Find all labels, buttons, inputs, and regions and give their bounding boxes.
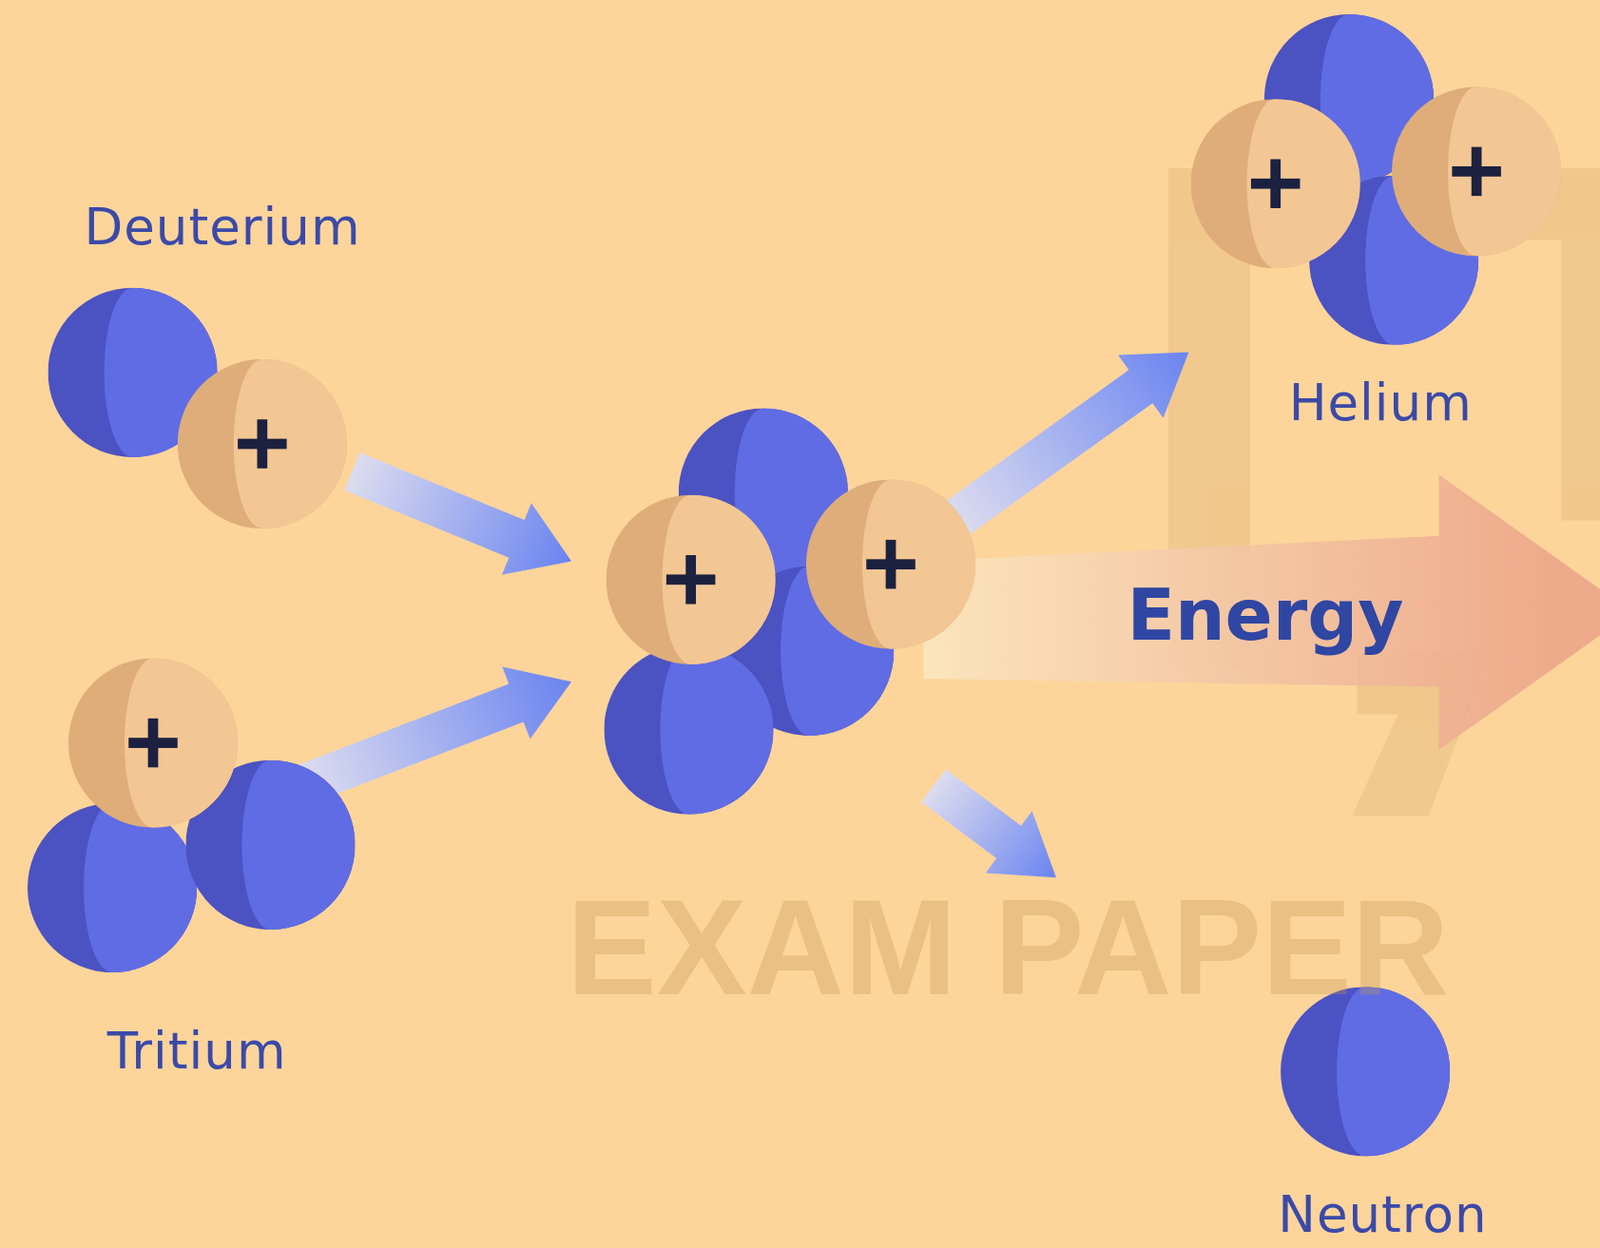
watermark-text: EXAM PAPER	[566, 880, 1449, 1016]
deuterium-atom	[47, 288, 347, 529]
energy-arrow	[923, 474, 1600, 751]
energy-label: Energy	[1126, 579, 1404, 651]
atom-name: Deuterium	[83, 201, 361, 252]
watermark: EXAM PAPER	[566, 880, 1449, 1016]
tritium-atom	[27, 657, 356, 973]
reaction-arrow	[298, 666, 572, 803]
watermark-logo	[1168, 168, 1600, 817]
atom-name: Tritium	[107, 1025, 288, 1077]
atom: Neutron	[1277, 1189, 1487, 1240]
fused-nucleus	[603, 407, 976, 814]
atom: Helium	[1289, 377, 1473, 428]
reaction-arrows	[298, 351, 1189, 878]
reaction-arrow	[942, 351, 1189, 538]
energy-label: Energy	[1126, 579, 1404, 651]
atom: Deuterium	[83, 201, 361, 252]
reaction-arrow	[921, 769, 1057, 878]
helium-atom	[1191, 14, 1562, 346]
reaction-arrow	[344, 452, 572, 576]
atom: Tritium	[107, 1025, 288, 1077]
atom-name: Helium	[1289, 377, 1473, 428]
atom-name: Neutron	[1277, 1189, 1487, 1240]
